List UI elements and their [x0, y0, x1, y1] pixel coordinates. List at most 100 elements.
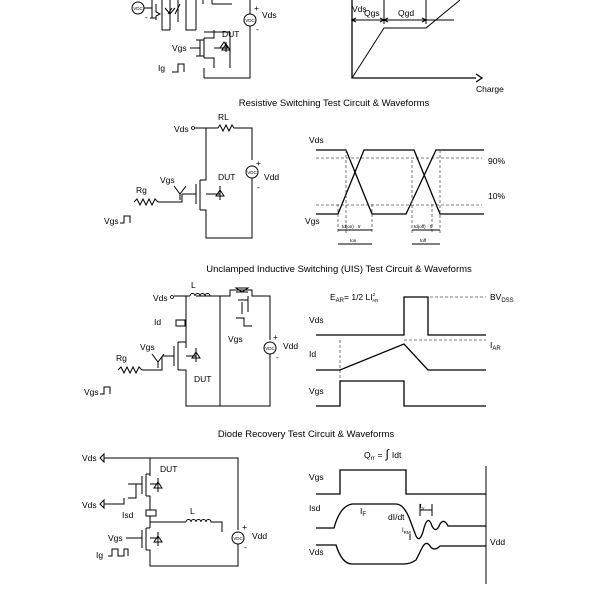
drain-wire: [174, 295, 221, 406]
l-label: L: [190, 506, 195, 516]
dut-label: DUT: [194, 374, 211, 384]
isd-label: Isd: [309, 503, 321, 513]
isd-label: Isd: [122, 510, 134, 520]
qgs-label: Qgs: [364, 8, 380, 18]
dut-diode: [153, 478, 163, 492]
clamp-loop: [220, 289, 271, 340]
resistive-title: Resistive Switching Test Circuit & Wavef…: [239, 98, 430, 109]
vgs-label: Vgs: [305, 216, 320, 226]
ig-pulse: [108, 548, 129, 557]
dut-gate-loop: [128, 483, 137, 499]
gate-charge-curve: [351, 0, 461, 79]
vgs-label: Vgs: [140, 342, 155, 352]
id-wave: [316, 343, 486, 371]
iar-label: IAR: [490, 340, 501, 352]
resistive-waveform: Vds Vgs 90% 10% td(on) tr td(off) tf ton…: [305, 135, 505, 245]
vds-wave: [316, 542, 486, 565]
iar-level: [339, 339, 486, 406]
uis-title: Unclamped Inductive Switching (UIS) Test…: [206, 264, 472, 275]
current-probe: [145, 509, 157, 517]
vds-wave: [316, 296, 486, 336]
if-label: IF: [360, 506, 366, 518]
wire: [149, 516, 186, 528]
ig-pulse: [172, 63, 185, 73]
diode-title: Diode Recovery Test Circuit & Waveforms: [218, 429, 395, 440]
plus-sign: +: [254, 3, 259, 13]
source-label: VDC: [247, 170, 257, 175]
dut-label: DUT: [160, 464, 177, 474]
vgs-label: Vgs: [160, 175, 175, 185]
diode-circuit: Vds DUT Vds Isd L VDC + Vdd - Vgs Ig: [82, 452, 267, 567]
upper-mosfet: [202, 0, 232, 5]
gate-lines: [196, 39, 204, 57]
resistive-circuit: Vds RL VDC + Vdd - DUT Vgs Rg Vgs: [104, 112, 279, 239]
source-label: VDC: [133, 6, 143, 11]
vds-label: Vds: [309, 547, 324, 557]
vds-mid-label: Vds: [82, 500, 97, 510]
timing-markers: [337, 150, 441, 234]
vgs-label: Vgs: [309, 472, 324, 482]
vgs-driver-label: Vgs: [228, 334, 243, 344]
source-label: VDC: [233, 536, 243, 541]
tdoff-label: td(off): [414, 224, 426, 229]
minus-sign: -: [276, 352, 279, 362]
inductor: [189, 293, 211, 297]
terminal-dot: [191, 126, 195, 130]
vds-label: Vds: [309, 135, 324, 145]
vds-top-label: Vds: [82, 453, 97, 463]
ig-label: Ig: [96, 550, 103, 560]
vgs-label: Vgs: [108, 533, 123, 543]
tf-label: tf: [430, 224, 433, 229]
vgs-pulse-label: Vgs: [104, 216, 119, 226]
gate-resistor: [133, 194, 183, 207]
label-90pct: 90%: [488, 156, 505, 166]
rg-label: Rg: [116, 353, 127, 363]
charge-axis-label: Charge: [476, 84, 504, 94]
vdd-label: Vdd: [264, 172, 279, 182]
clamp-switch: [234, 287, 250, 314]
vgs-wave: [316, 149, 484, 215]
vgs-label: Vgs: [309, 386, 324, 396]
id-label: Id: [154, 317, 161, 327]
timing-dimensions: [338, 229, 440, 245]
minus-sign: -: [145, 12, 148, 22]
irm-label: IRM: [402, 528, 411, 535]
l-label: L: [191, 280, 196, 290]
qrr-label: Qrr=∫Idt: [364, 447, 402, 462]
clamp-pulse: [236, 317, 252, 327]
source-label: VDC: [245, 18, 255, 23]
ton-label: ton: [350, 238, 357, 243]
vdd-label: Vdd: [283, 341, 298, 351]
lower-diode: [153, 532, 163, 546]
trr-marker: [419, 504, 433, 516]
vgs-label: Vgs: [172, 43, 187, 53]
vds-label: Vds: [153, 293, 168, 303]
plus-sign: +: [256, 158, 261, 168]
vgs-pulse: [100, 386, 111, 395]
tr-label: tr: [358, 224, 361, 229]
minus-sign: -: [244, 542, 247, 552]
x-arrow: [475, 73, 484, 83]
vdd-label: Vdd: [252, 531, 267, 541]
plus-sign: +: [273, 332, 278, 342]
vgs-pulse-label: Vgs: [84, 387, 99, 397]
vdd-label: Vdd: [490, 537, 505, 547]
qgd-label: Qgd: [398, 8, 414, 18]
bvdss-label: BVDSS: [490, 292, 514, 304]
mid-terminal: [99, 498, 125, 510]
tdon-label: td(on): [342, 224, 354, 229]
gate-charge-waveform: Qgs Qgd Vds Charge: [350, 0, 504, 94]
dut-label: DUT: [218, 172, 235, 182]
minus-sign: -: [257, 182, 260, 192]
dut-label: DUT: [222, 29, 239, 39]
vgs-probe: [173, 185, 187, 200]
return-wire: [185, 354, 271, 407]
rg-label: Rg: [136, 185, 147, 195]
vds-label: Vds: [309, 315, 324, 325]
load-resistor: [195, 123, 253, 174]
vgs-wave: [316, 469, 486, 495]
diode-waveform: Qrr=∫Idt Vgs Isd IF dI/dt trr IRM Vds Vd…: [309, 447, 505, 584]
dut-mosfet: [136, 458, 158, 510]
